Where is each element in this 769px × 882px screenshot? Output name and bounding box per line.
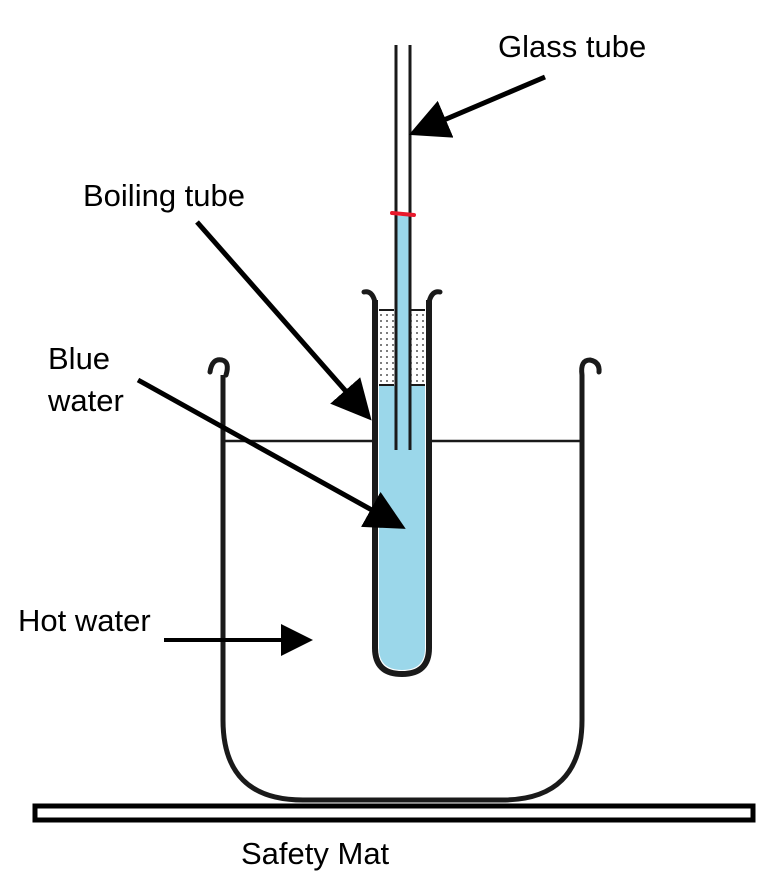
arrow-glass-tube	[408, 74, 546, 138]
label-blue-water-1: Blue	[48, 341, 110, 376]
arrow-boiling-tube	[195, 220, 372, 421]
label-safety-mat: Safety Mat	[241, 836, 390, 871]
beaker-lip-left	[207, 357, 230, 378]
stopper-right	[411, 310, 425, 385]
label-hot-water: Hot water	[18, 603, 151, 638]
boiling-tube-outline	[372, 300, 432, 678]
label-blue-water-2: water	[47, 383, 124, 418]
beaker-body	[220, 375, 585, 803]
meniscus-marker	[390, 211, 416, 217]
label-glass-tube: Glass tube	[498, 29, 646, 64]
beaker-lip-right	[579, 357, 602, 378]
stopper-left	[379, 310, 394, 385]
label-boiling-tube: Boiling tube	[83, 178, 245, 213]
glass-tube-water	[397, 216, 409, 450]
glass-tube	[390, 45, 416, 450]
arrow-blue-water	[136, 377, 406, 529]
safety-mat	[32, 803, 756, 823]
